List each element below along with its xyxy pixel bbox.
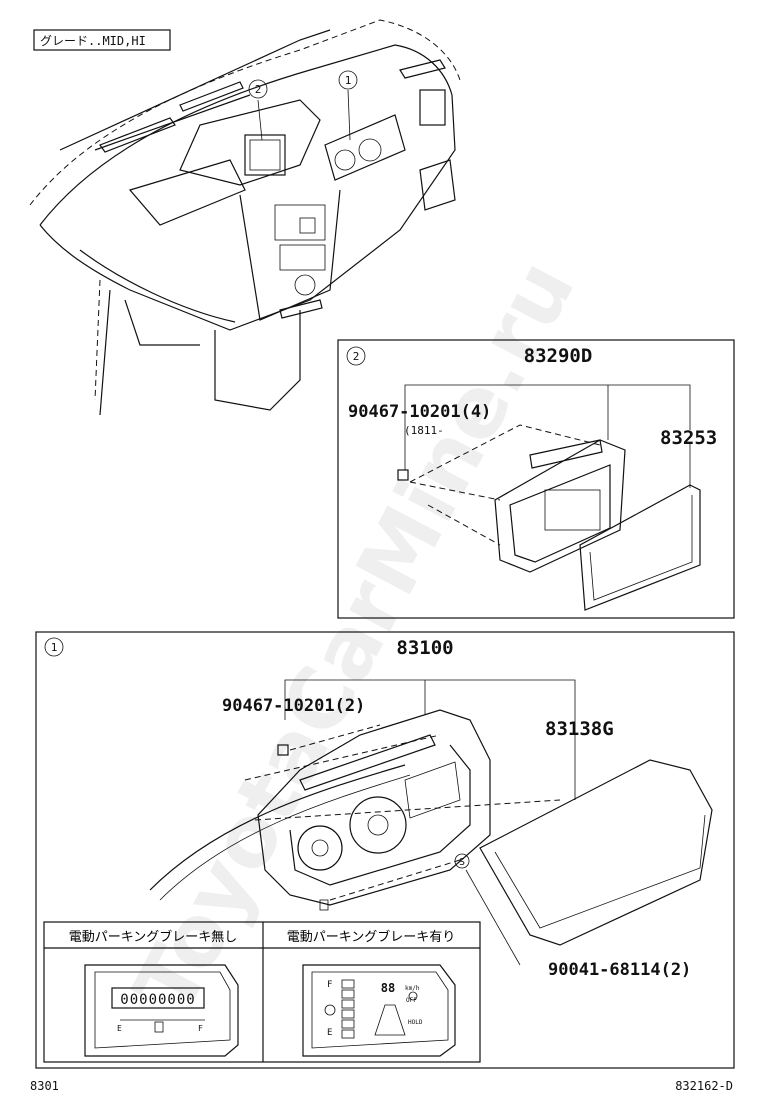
grade-label: グレード..MID,HI [40,34,146,48]
section-1-frame [35,631,735,1069]
page-code: 8301 [30,1079,59,1093]
part-83138g: 83138G [545,718,614,740]
fuel-f-label-2: F [327,980,332,990]
screw-serial-note: (1811- [404,424,444,437]
fuel-f-label: F [198,1024,203,1033]
dashboard-illustration: グレード..MID,HI [29,19,461,416]
section-2-frame [337,339,735,619]
fuel-e-label: E [117,1024,122,1033]
svg-text:1: 1 [51,641,58,654]
svg-text:2: 2 [353,350,360,363]
odometer-digits: 00000000 [120,992,195,1008]
speed-unit: km/h [405,985,420,992]
part-83253: 83253 [660,427,717,449]
hold-indicator: HOLD [408,1019,423,1026]
part-90467-10201-2: 90467-10201(2) [222,696,365,716]
variant-display-without-epb [84,964,239,1057]
variant-header-without-epb: 電動パーキングブレーキ無し [69,929,238,945]
variant-header-with-epb: 電動パーキングブレーキ有り [287,929,456,945]
callout-1-top: 1 [338,70,358,90]
fuel-pump-icon [154,1021,164,1033]
svg-text:S: S [459,857,465,868]
svg-text:2: 2 [255,83,262,96]
section-2-illustration [397,384,701,611]
callout-2-top: 2 [248,79,268,99]
fuel-pump-icon-2 [324,1004,336,1016]
part-90467-10201-4: 90467-10201(4) [348,402,491,422]
variant-table [43,921,481,1063]
off-indicator: OFF [406,997,417,1004]
warning-lamp-icon [408,991,418,1001]
variant-display-with-epb [302,964,456,1057]
part-90041-68114-2: 90041-68114(2) [548,960,691,980]
callout-2-section: 2 [346,346,366,366]
fuel-e-label-2: E [327,1028,332,1038]
part-83100: 83100 [396,637,453,659]
svg-text:1: 1 [345,74,352,87]
speed-digits: 88 [381,981,395,995]
callout-s-mark: S [454,853,470,869]
part-83290d: 83290D [524,345,593,367]
gear-shift-icon [374,1004,406,1036]
callout-1-section: 1 [44,637,64,657]
grade-label-box [33,29,171,51]
drawing-id: 832162-D [675,1079,733,1093]
section-1-illustration [149,679,713,966]
